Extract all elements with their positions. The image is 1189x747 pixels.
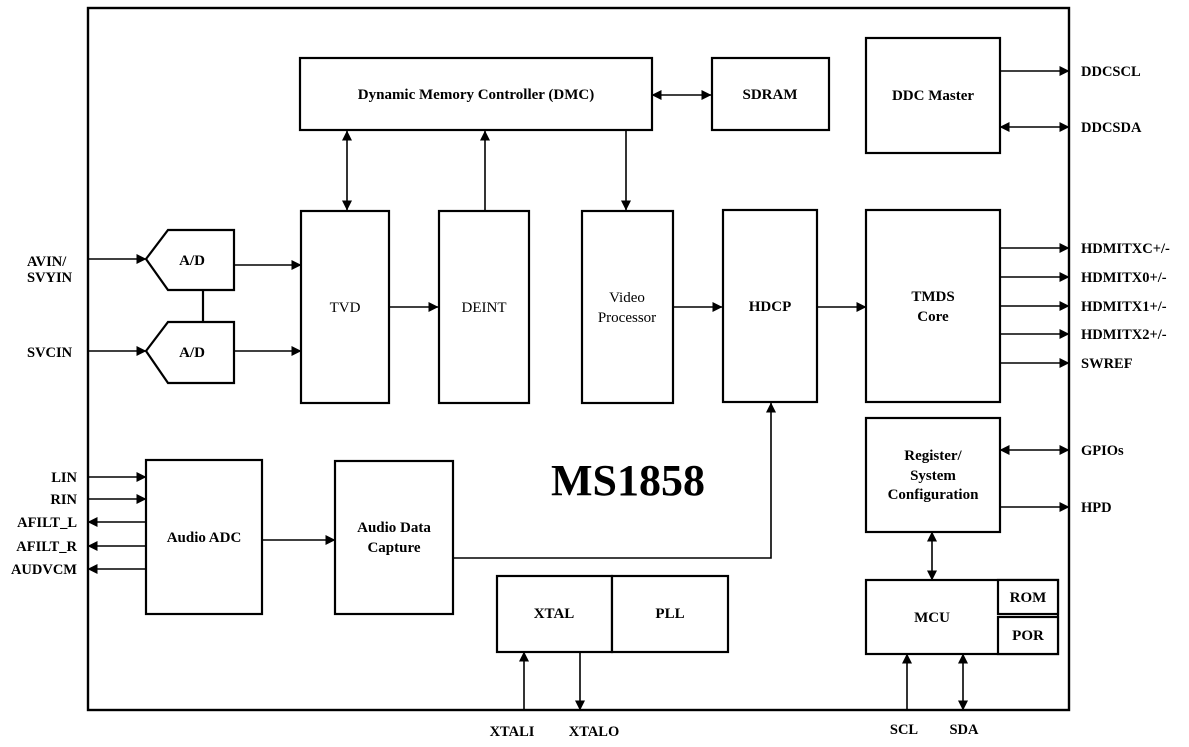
tvd-label: TVD xyxy=(330,300,361,316)
audio-data-capture-label-1: Audio Data xyxy=(357,520,431,536)
hdcp-block: HDCP xyxy=(721,208,819,404)
signal-afilt-l: AFILT_L xyxy=(17,515,77,531)
register-block: Register/ System Configuration xyxy=(864,416,1002,534)
por-label: POR xyxy=(1012,628,1044,644)
dmc-label: Dynamic Memory Controller (DMC) xyxy=(358,87,594,103)
mcu-label: MCU xyxy=(914,610,950,626)
ddc-master-block: DDC Master xyxy=(864,36,1002,155)
bottom-signals: XTALI XTALO SCL SDA xyxy=(490,722,979,740)
tvd-block: TVD xyxy=(299,209,391,405)
hdcp-label: HDCP xyxy=(749,299,792,315)
por-block: POR xyxy=(996,615,1060,656)
signal-lin: LIN xyxy=(51,470,77,486)
signal-gpios: GPIOs xyxy=(1081,443,1124,459)
signal-svyin: SVYIN xyxy=(27,270,73,286)
register-label-3: Configuration xyxy=(888,487,980,503)
video-processor-label-2: Processor xyxy=(598,310,656,326)
signal-avin: AVIN/ xyxy=(27,254,67,270)
ad1-label: A/D xyxy=(179,253,205,269)
signal-svcin: SVCIN xyxy=(27,345,73,361)
capture-hdcp-link xyxy=(453,402,776,559)
signal-hdmitx2: HDMITX2+/- xyxy=(1081,327,1167,343)
signal-sda: SDA xyxy=(949,722,979,738)
signal-afilt-r: AFILT_R xyxy=(16,539,77,555)
right-signals: DDCSCL DDCSDA HDMITXC+/- HDMITX0+/- HDMI… xyxy=(1081,64,1170,516)
signal-hdmitx0: HDMITX0+/- xyxy=(1081,270,1167,286)
signal-rin: RIN xyxy=(50,492,77,508)
audio-adc-label: Audio ADC xyxy=(167,530,242,546)
signal-audvcm: AUDVCM xyxy=(11,562,77,578)
audio-adc-block: Audio ADC xyxy=(144,458,264,616)
signal-xtalo: XTALO xyxy=(569,724,620,740)
connections xyxy=(87,66,1070,711)
signal-hdmitxc: HDMITXC+/- xyxy=(1081,241,1170,257)
dmc-block: Dynamic Memory Controller (DMC) xyxy=(298,56,654,132)
signal-hdmitx1: HDMITX1+/- xyxy=(1081,299,1167,315)
chip-name: MS1858 xyxy=(551,456,705,505)
signal-scl: SCL xyxy=(890,722,919,738)
left-signals: AVIN/ SVYIN SVCIN LIN RIN AFILT_L AFILT_… xyxy=(11,254,78,578)
video-processor-label-1: Video xyxy=(609,290,645,306)
signal-ddcsda: DDCSDA xyxy=(1081,120,1142,136)
ad-converter-1: A/D xyxy=(144,228,236,292)
tmds-core-label-2: Core xyxy=(917,309,949,325)
pll-label: PLL xyxy=(655,606,684,622)
ddc-master-label: DDC Master xyxy=(892,88,974,104)
rom-label: ROM xyxy=(1010,590,1047,606)
signal-xtali: XTALI xyxy=(490,724,535,740)
ad2-label: A/D xyxy=(179,345,205,361)
tmds-core-block: TMDS Core xyxy=(864,208,1002,404)
video-processor-block: Video Processor xyxy=(580,209,675,405)
xtal-label: XTAL xyxy=(534,606,575,622)
audio-data-capture-block: Audio Data Capture xyxy=(333,459,455,616)
ad-converter-2: A/D xyxy=(144,320,236,385)
audio-data-capture-label-2: Capture xyxy=(367,540,420,556)
deint-label: DEINT xyxy=(462,300,507,316)
rom-block: ROM xyxy=(996,578,1060,616)
sdram-block: SDRAM xyxy=(710,56,831,132)
pll-block: PLL xyxy=(610,574,730,654)
tmds-core-label-1: TMDS xyxy=(911,289,954,305)
deint-block: DEINT xyxy=(437,209,531,405)
sdram-label: SDRAM xyxy=(743,87,798,103)
xtal-block: XTAL xyxy=(495,574,614,654)
signal-hpd: HPD xyxy=(1081,500,1112,516)
signal-swref: SWREF xyxy=(1081,356,1133,372)
register-label-1: Register/ xyxy=(904,448,962,464)
register-label-2: System xyxy=(910,468,956,484)
signal-ddcscl: DDCSCL xyxy=(1081,64,1141,80)
